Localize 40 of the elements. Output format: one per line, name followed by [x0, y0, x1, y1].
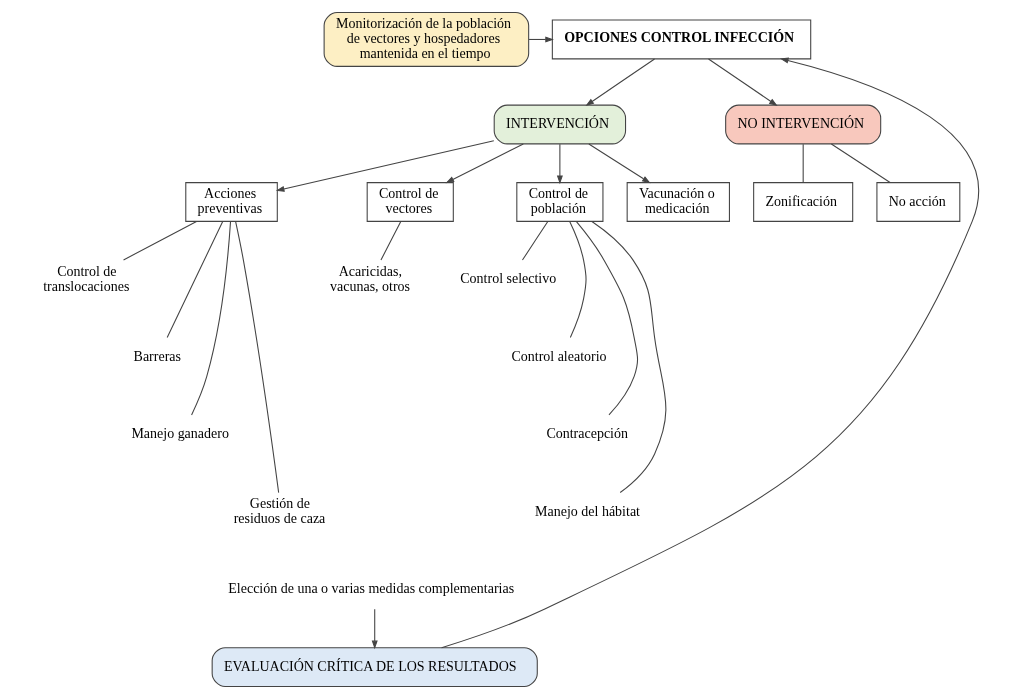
arrow — [707, 58, 778, 106]
node-box: NO INTERVENCIÓN — [724, 104, 881, 145]
connector — [568, 221, 587, 339]
node-box: Acciones preventivas — [184, 182, 278, 222]
connector — [122, 221, 197, 261]
connector — [521, 221, 548, 261]
connector — [590, 220, 666, 494]
connector — [830, 143, 891, 183]
arrow — [445, 143, 524, 184]
node-box: Monitorización de la población de vectores y hospedadores mantenida en el tiempo — [323, 12, 529, 67]
node-text: Acaricidas, vacunas, otros — [329, 263, 410, 294]
node-box: Control de vectores — [366, 182, 454, 222]
node-box: OPCIONES CONTROL INFECCIÓN — [551, 19, 811, 60]
node-text: Contracepción — [545, 426, 628, 442]
node-text: Barreras — [133, 348, 181, 364]
node-text: Control aleatorio — [510, 348, 607, 364]
connector — [234, 221, 279, 494]
node-text: Elección de una o varias medidas complementarias — [227, 581, 514, 597]
arrow — [587, 143, 651, 184]
node-box: Vacunación o medicación — [626, 182, 730, 222]
connector — [166, 221, 223, 338]
node-box: Control de población — [515, 182, 603, 222]
arrow — [275, 140, 494, 192]
node-text: Manejo ganadero — [130, 426, 229, 442]
node-box: INTERVENCIÓN — [493, 104, 626, 145]
node-box: EVALUACIÓN CRÍTICA DE LOS RESULTADOS — [211, 647, 538, 687]
node-box: No acción — [875, 182, 960, 222]
connector — [575, 221, 638, 416]
arrow — [440, 57, 979, 649]
connector — [379, 221, 401, 261]
node-text: Control de translocaciones — [42, 263, 129, 294]
node-text: Manejo del hábitat — [534, 503, 640, 519]
node-text: Gestión de residuos de caza — [233, 496, 325, 527]
arrow — [371, 608, 378, 650]
connector — [190, 221, 231, 416]
arrow — [584, 58, 655, 106]
arrow — [556, 143, 563, 185]
connector — [802, 143, 804, 184]
node-box: Zonificación — [752, 182, 853, 222]
node-text: Control selectivo — [459, 271, 556, 287]
